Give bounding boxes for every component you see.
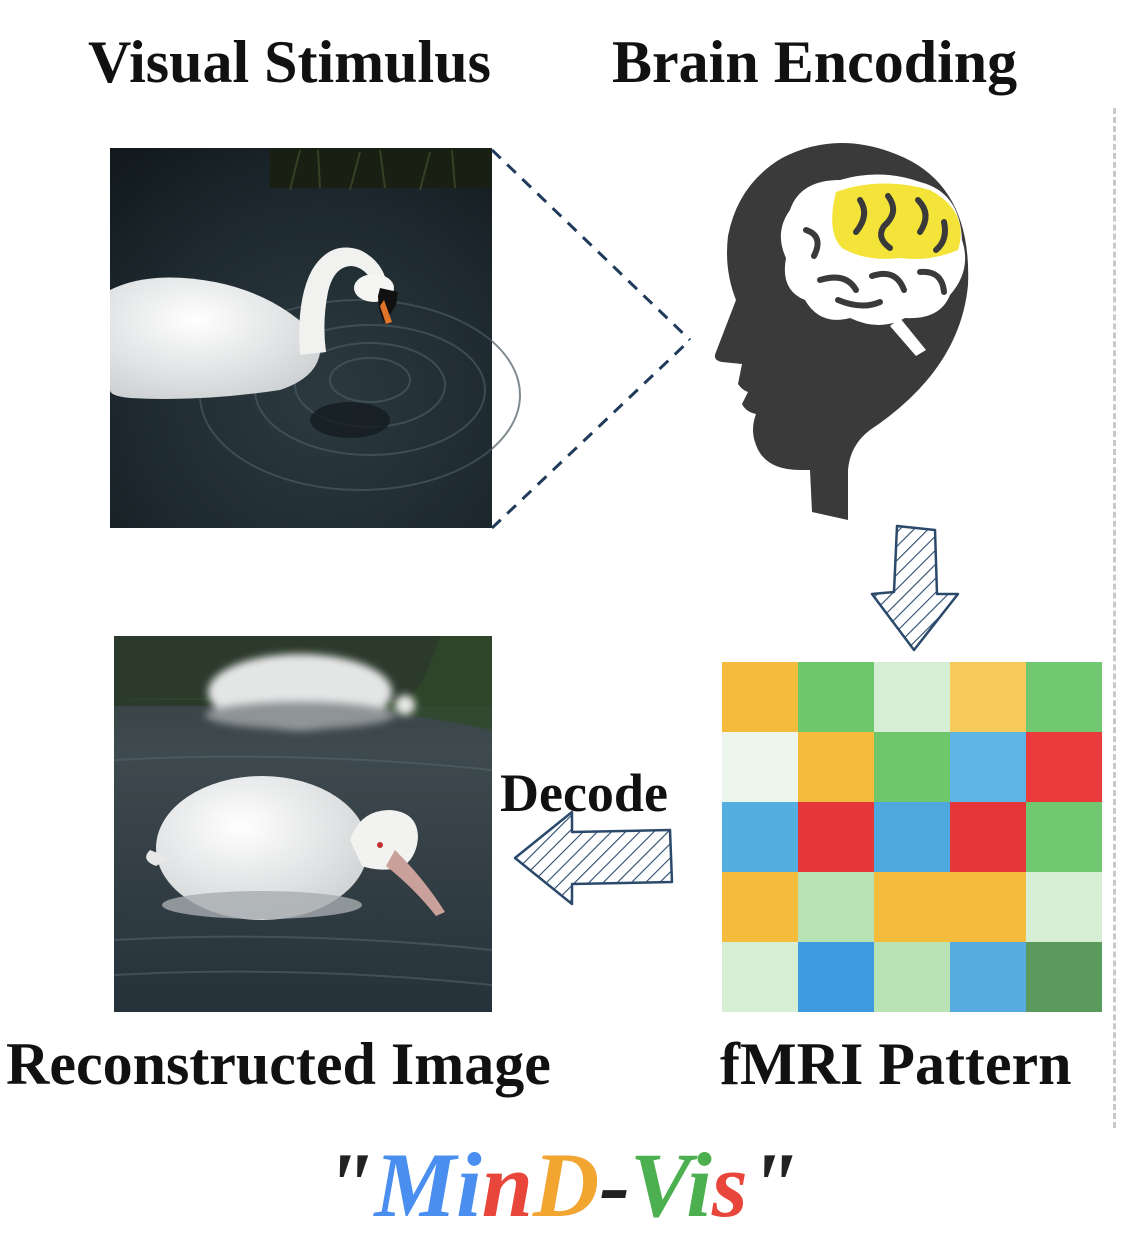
fmri-cell [1026, 802, 1102, 872]
fmri-cell [874, 872, 950, 942]
hatched-down-arrow-icon [870, 524, 960, 652]
fmri-cell [950, 732, 1026, 802]
fmri-cell [722, 942, 798, 1012]
title-close-quote: " [747, 1134, 799, 1236]
visual-stimulus-label: Visual Stimulus [88, 29, 491, 95]
fmri-cell [798, 872, 874, 942]
title-letter: V [629, 1134, 687, 1236]
fmri-cell [722, 872, 798, 942]
brain-encoding-label: Brain Encoding [612, 29, 1018, 95]
fmri-cell [874, 802, 950, 872]
fmri-pattern-grid [722, 662, 1102, 1012]
title-open-quote: " [323, 1134, 375, 1236]
fmri-cell [798, 942, 874, 1012]
projection-lines [490, 148, 692, 530]
fmri-pattern-label: fMRI Pattern [720, 1031, 1072, 1097]
fmri-cell [950, 662, 1026, 732]
fmri-cell [722, 662, 798, 732]
title-letter: M [374, 1134, 457, 1236]
fmri-cell [874, 662, 950, 732]
fmri-cell [1026, 732, 1102, 802]
reconstructed-image-label: Reconstructed Image [6, 1031, 551, 1097]
title-letter: n [481, 1134, 533, 1236]
reconstructed-photo [113, 636, 493, 1012]
fmri-cell [798, 802, 874, 872]
decode-label: Decode [500, 763, 668, 823]
stimulus-photo [110, 148, 521, 528]
brain-icon [780, 174, 966, 356]
title-letter: - [599, 1134, 630, 1236]
hatched-left-arrow-icon [513, 810, 674, 906]
title-letter: s [711, 1134, 748, 1236]
fmri-cell [950, 942, 1026, 1012]
fmri-cell [798, 662, 874, 732]
fmri-cell [1026, 662, 1102, 732]
fmri-cell [798, 732, 874, 802]
fmri-cell [950, 872, 1026, 942]
fmri-cell [1026, 942, 1102, 1012]
fmri-cell [722, 732, 798, 802]
fmri-cell [950, 802, 1026, 872]
title-letter: i [686, 1134, 712, 1236]
title-letter: D [532, 1134, 600, 1236]
fmri-cell [1026, 872, 1102, 942]
fmri-cell [874, 732, 950, 802]
mind-vis-title: "MinD-Vis" [0, 1132, 1122, 1238]
fmri-cell [722, 802, 798, 872]
title-letter: i [456, 1134, 482, 1236]
fmri-cell [874, 942, 950, 1012]
separator-line [1113, 108, 1116, 1128]
